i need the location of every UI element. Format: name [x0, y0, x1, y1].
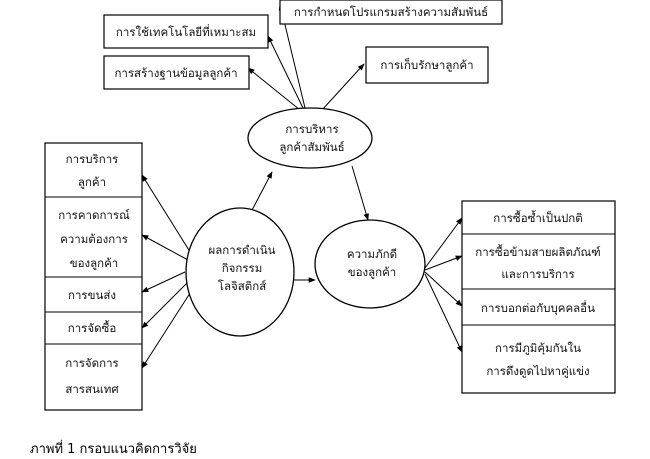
box-forecast-line2: ความต้องการ	[60, 232, 128, 246]
edge-logistics-service	[141, 174, 193, 256]
box-program: การกำหนดโปรแกรมสร้างความสัมพันธ์	[279, 0, 503, 25]
edge-loyalty-wordofmouth	[424, 271, 463, 307]
box-crossbuy-line1: การซื้อข้ามสายผลิตภัณฑ์	[475, 244, 600, 259]
edge-crm-loyalty	[351, 165, 369, 221]
box-retention-label: การเก็บรักษาลูกค้า	[380, 57, 473, 72]
node-loyalty: ความภักดี ของลูกค้า	[314, 219, 426, 309]
box-immunity-line1: การมีภูมิคุ้มกันใน	[495, 341, 581, 355]
left-column: การบริการ ลูกค้า การคาดการณ์ ความต้องการ…	[44, 142, 143, 411]
box-repurchase-label: การซื้อซ้ำเป็นปกติ	[493, 210, 582, 225]
edge-loyalty-repurchase	[424, 217, 463, 269]
node-loyalty-line1: ความภักดี	[347, 247, 397, 261]
box-service-line2: ลูกค้า	[78, 175, 106, 189]
box-information-line1: การจัดการ	[65, 356, 118, 370]
edge-loyalty-crossbuy	[424, 255, 463, 271]
box-database: การสร้างฐานข้อมูลลูกค้า	[103, 55, 250, 90]
node-crm-line1: การบริหาร	[285, 122, 338, 136]
box-database-label: การสร้างฐานข้อมูลลูกค้า	[114, 66, 237, 80]
node-logistics-line1: ผลการดำเนิน	[209, 243, 276, 257]
edge-logistics-forecast	[141, 234, 189, 261]
box-forecast-line1: การคาดการณ์	[58, 208, 130, 222]
box-technology-label: การใช้เทคโนโลยีที่เหมาะสม	[116, 24, 256, 39]
box-crossbuy-line2: และการบริการ	[501, 267, 574, 281]
box-procurement-label: การจัดซื้อ	[68, 320, 117, 335]
edge-logistics-information	[141, 289, 193, 369]
node-logistics-line3: โลจิสติกส์	[218, 279, 266, 293]
figure-caption: ภาพที่ 1 กรอบแนวคิดการวิจัย	[30, 442, 197, 457]
edge-crm-technology	[267, 35, 304, 109]
edge-logistics-crm	[249, 171, 273, 215]
box-forecast-line3: ของลูกค้า	[70, 256, 119, 270]
node-logistics: ผลการดำเนิน กิจกรรม โลจิสติกส์	[185, 207, 295, 337]
edge-logistics-transport	[141, 271, 186, 293]
box-technology: การใช้เทคโนโลยีที่เหมาะสม	[103, 14, 269, 49]
node-logistics-line2: กิจกรรม	[222, 261, 263, 275]
right-column: การซื้อซ้ำเป็นปกติ การซื้อข้ามสายผลิตภัณ…	[461, 200, 616, 394]
box-service-line1: การบริการ	[66, 152, 119, 166]
node-crm-line2: ลูกค้าสัมพันธ์	[279, 140, 344, 154]
box-transport-label: การขนส่ง	[68, 288, 116, 302]
node-crm: การบริหาร ลูกค้าสัมพันธ์	[247, 107, 373, 169]
box-immunity-line2: การดึงดูดไปหาคู่แข่ง	[486, 364, 589, 378]
box-program-label: การกำหนดโปรแกรมสร้างความสัมพันธ์	[294, 5, 488, 19]
edge-logistics-procurement	[141, 281, 189, 329]
edge-loyalty-immunity	[424, 273, 463, 353]
edges	[141, 3, 463, 369]
box-wordofmouth-label: การบอกต่อกับบุคคลอื่น	[481, 300, 595, 315]
edge-crm-database	[247, 67, 301, 111]
box-information-line2: สารสนเทศ	[65, 382, 119, 396]
node-loyalty-line2: ของลูกค้า	[348, 265, 397, 279]
box-retention: การเก็บรักษาลูกค้า	[365, 46, 489, 84]
edge-crm-retention	[321, 63, 365, 111]
